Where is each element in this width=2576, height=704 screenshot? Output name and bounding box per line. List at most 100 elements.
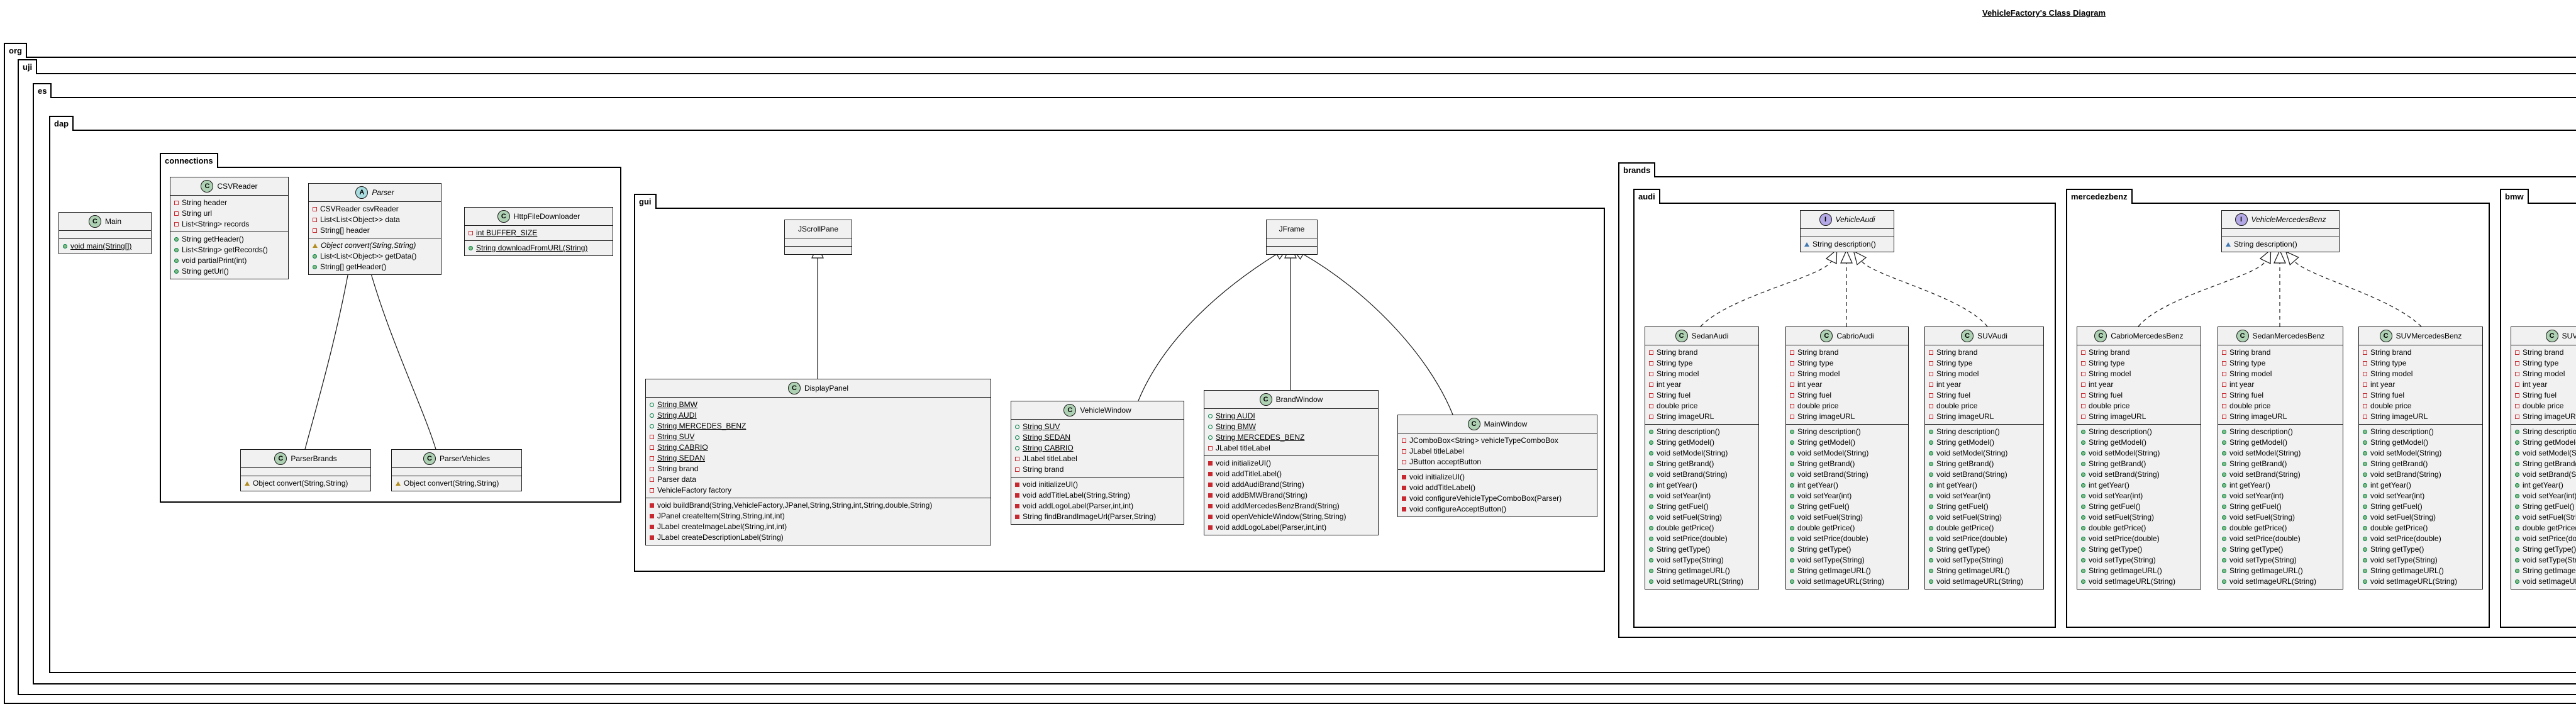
package-label: bmw	[2500, 189, 2529, 204]
method-signature: void setModel(String)	[2523, 449, 2576, 457]
visibility-icon	[1790, 547, 1794, 552]
visibility-icon	[2515, 505, 2519, 509]
method-signature: void setModel(String)	[2089, 449, 2160, 457]
method-signature: String getFuel()	[2370, 502, 2423, 511]
visibility-icon	[174, 201, 179, 205]
method-signature: String getBrand()	[1936, 459, 1994, 468]
method-signature: JPanel createItem(String,String,int,int)	[657, 511, 785, 520]
package-org: org	[4, 43, 2576, 704]
visibility-icon	[1929, 569, 1933, 573]
method-signature: String getType()	[2523, 545, 2576, 554]
method-signature: String description()	[1936, 427, 2000, 436]
method-signature: int getYear()	[2089, 481, 2129, 489]
method-row: void setYear(int)	[1925, 491, 2043, 501]
method-signature: void configureAcceptButton()	[1409, 505, 1507, 513]
method-signature: void setFuel(String)	[2523, 513, 2576, 522]
class-name: CabrioAudi	[1836, 332, 1874, 340]
edge-parserbrands-parser	[304, 250, 352, 450]
method-signature: String getFuel()	[1936, 502, 1989, 511]
visibility-icon	[2363, 462, 2367, 466]
visibility-icon	[2363, 372, 2367, 376]
visibility-icon	[2081, 579, 2085, 584]
field-row: String AUDI	[646, 410, 991, 421]
method-row: String getBrand()	[1786, 459, 1908, 469]
method-row: String getFuel()	[2359, 501, 2482, 512]
visibility-icon	[1015, 435, 1019, 440]
class-icon: C	[1259, 393, 1272, 406]
method-signature: String getImageURL()	[1797, 566, 1871, 575]
methods-section: String description()String getModel()voi…	[1925, 425, 2043, 589]
method-signature: String getModel()	[2370, 438, 2429, 447]
visibility-icon	[2081, 383, 2085, 387]
method-signature: void setYear(int)	[2370, 491, 2425, 500]
visibility-icon	[2081, 350, 2085, 355]
visibility-icon	[1790, 415, 1794, 419]
visibility-icon	[2363, 569, 2367, 573]
method-signature: void setFuel(String)	[1657, 513, 1723, 522]
visibility-icon	[1649, 472, 1653, 477]
methods-section	[1267, 247, 1317, 254]
field-row: JLabel titleLabel	[1398, 446, 1597, 457]
visibility-icon	[1649, 361, 1653, 366]
visibility-icon	[2081, 440, 2085, 445]
visibility-icon	[1208, 461, 1213, 466]
visibility-icon	[650, 535, 654, 540]
visibility-icon	[1929, 579, 1933, 584]
field-row: double price	[2218, 401, 2343, 411]
method-signature: String description()	[2229, 427, 2293, 436]
visibility-icon	[1790, 558, 1794, 562]
method-signature: void setImageURL(String)	[1657, 577, 1744, 586]
visibility-icon	[1790, 430, 1794, 434]
class-icon: C	[274, 452, 287, 465]
field-row: String model	[1786, 369, 1908, 379]
method-signature: void openVehicleWindow(String,String)	[1216, 512, 1346, 521]
method-signature: int getYear()	[1797, 481, 1838, 489]
method-signature: void setType(String)	[1936, 556, 2004, 564]
field-declaration: String imageURL	[2523, 412, 2576, 421]
visibility-icon	[2226, 242, 2231, 247]
method-signature: void setBrand(String)	[1936, 470, 2007, 479]
method-signature: void initializeUI()	[1216, 459, 1272, 467]
field-row: String brand	[2511, 347, 2576, 358]
package-label: mercedezbenz	[2066, 189, 2133, 204]
visibility-icon	[1929, 537, 1933, 541]
method-signature: void buildBrand(String,VehicleFactory,JP…	[657, 501, 933, 510]
class-icon: C	[88, 215, 101, 228]
visibility-icon	[1929, 383, 1933, 387]
visibility-icon	[2363, 558, 2367, 562]
method-row: double getPrice()	[1786, 523, 1908, 534]
method-row: String getImageURL()	[1645, 566, 1758, 576]
field-declaration: String type	[2523, 359, 2559, 367]
field-row: String brand	[1786, 347, 1908, 358]
methods-section: String getHeader()List<String> getRecord…	[170, 232, 288, 279]
field-declaration: int year	[2229, 380, 2255, 389]
method-signature: String getFuel()	[2089, 502, 2141, 511]
method-signature: void setModel(String)	[2370, 449, 2442, 457]
visibility-icon	[469, 231, 473, 235]
method-row: double getPrice()	[2359, 523, 2482, 534]
visibility-icon	[1929, 558, 1933, 562]
visibility-icon	[2222, 383, 2226, 387]
visibility-icon	[2081, 372, 2085, 376]
visibility-icon	[2081, 505, 2085, 509]
visibility-icon	[2515, 451, 2519, 455]
field-row: String imageURL	[1645, 411, 1758, 422]
field-declaration: String type	[1797, 359, 1834, 367]
method-signature: void setPrice(double)	[2523, 534, 2576, 543]
visibility-icon	[1649, 483, 1653, 488]
method-signature: String findBrandImageUrl(Parser,String)	[1023, 512, 1157, 521]
visibility-icon	[313, 228, 317, 233]
field-row: Parser data	[646, 474, 991, 485]
visibility-icon	[313, 218, 317, 222]
class-icon: C	[787, 382, 801, 394]
method-signature: String getImageURL()	[2370, 566, 2444, 575]
methods-section: Object convert(String,String)	[392, 476, 521, 491]
method-signature: String getBrand()	[1657, 459, 1714, 468]
visibility-icon	[2081, 472, 2085, 477]
field-declaration: String header	[182, 198, 228, 207]
visibility-icon	[1929, 483, 1933, 488]
visibility-icon	[650, 445, 654, 450]
field-row: String SUV	[1011, 422, 1184, 432]
